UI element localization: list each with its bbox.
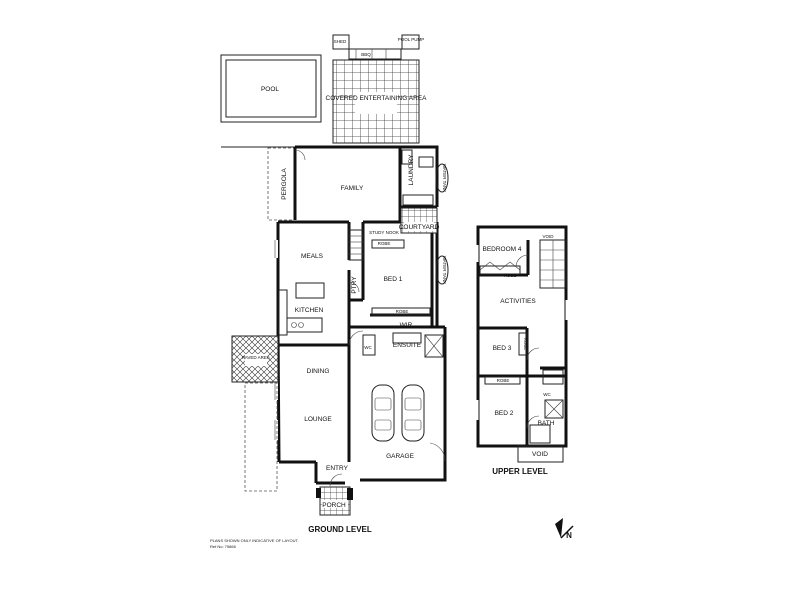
label-garage: GARAGE	[386, 453, 414, 460]
ground-level-plan	[220, 34, 449, 516]
reference-number: Ref No: 75866	[210, 544, 237, 549]
label-wc-upper: WC	[543, 392, 551, 397]
upper-level-title: UPPER LEVEL	[492, 467, 548, 476]
label-pool-pump: POOL PUMP	[398, 37, 425, 42]
stairs-ground	[348, 229, 364, 261]
label-bed1: BED 1	[384, 276, 403, 283]
shed	[332, 34, 350, 50]
label-water-tank-1: WATER TANK	[442, 164, 447, 193]
label-robe-3: ROBE	[504, 273, 517, 278]
label-dining: DINING	[307, 368, 330, 375]
label-void-1: VOID	[542, 234, 554, 239]
label-ensuite: ENSUITE	[393, 342, 422, 349]
label-activities: ACTIVITIES	[500, 298, 536, 305]
label-bath: BATH	[538, 420, 555, 427]
disclaimer-note: PLANS SHOWN ONLY INDICATIVE OF LAYOUT.	[210, 538, 299, 543]
car-1	[371, 384, 395, 442]
label-bed2: BED 2	[495, 410, 514, 417]
label-meals: MEALS	[301, 253, 324, 260]
upper-outer-wall	[476, 225, 568, 448]
label-kitchen: KITCHEN	[295, 307, 324, 314]
label-robe-2: ROBE	[396, 309, 409, 314]
car-2	[401, 384, 425, 442]
ground-level-title: GROUND LEVEL	[308, 525, 372, 534]
label-shed: SHED	[334, 39, 347, 44]
label-water-tank-2: WATER TANK	[442, 256, 447, 285]
north-arrow-icon: N	[555, 518, 574, 540]
label-ptry: PTRY	[351, 276, 358, 294]
label-void-2: VOID	[532, 451, 548, 458]
label-bedroom4: BEDROOM 4	[482, 246, 521, 253]
label-entry: ENTRY	[326, 465, 349, 472]
label-bed3: BED 3	[493, 345, 512, 352]
label-wir: WIR	[400, 322, 413, 329]
pool-pump	[401, 34, 420, 50]
label-laundry: LAUNDRY	[408, 154, 415, 186]
label-covered-entertaining: COVERED ENTERTAINING AREA	[326, 95, 428, 102]
label-wc-ground: WC	[364, 345, 372, 350]
label-paved-area: PAVED AREA	[242, 355, 270, 360]
label-courtyard: COURTYARD	[399, 224, 440, 231]
water-tank-2	[435, 255, 449, 285]
label-robe-4: ROBE	[523, 338, 528, 351]
label-robe-1: ROBE	[378, 241, 391, 246]
label-lounge: LOUNGE	[304, 416, 332, 423]
ground-outer-wall	[276, 145, 447, 485]
north-letter: N	[566, 531, 572, 540]
label-robe-5: ROBE	[497, 378, 510, 383]
lounge-pergola	[244, 382, 278, 492]
label-family: FAMILY	[341, 185, 364, 192]
label-pergola: PERGOLA	[281, 168, 288, 200]
label-porch: PORCH	[322, 502, 346, 509]
kitchen-island	[295, 282, 325, 299]
label-study-nook: STUDY NOOK	[369, 230, 399, 235]
label-pool: POOL	[261, 86, 279, 93]
void-upper-2	[517, 445, 564, 463]
label-bbq: BBQ	[361, 52, 371, 57]
upper-level-plan	[475, 225, 569, 463]
water-tank-1	[435, 163, 449, 193]
pool	[220, 54, 322, 123]
